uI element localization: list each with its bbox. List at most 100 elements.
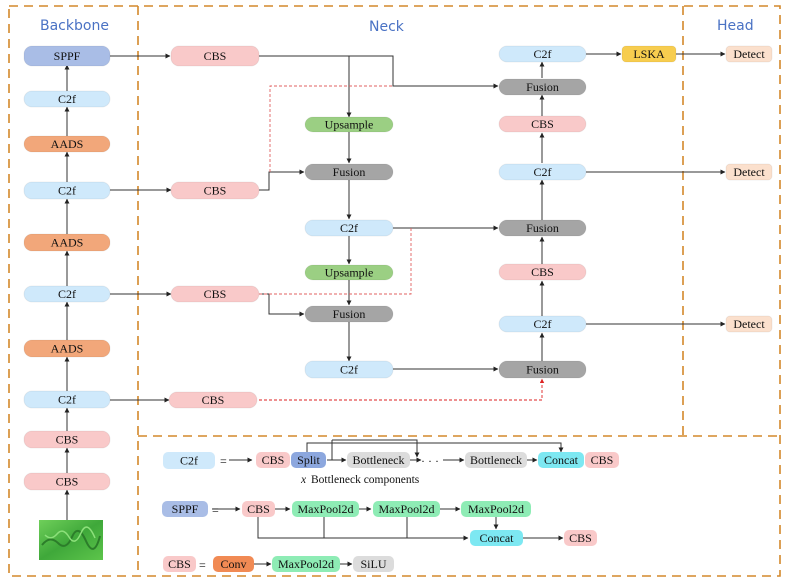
node-label: Detect (733, 47, 765, 61)
node-box (170, 285, 260, 303)
pill-box (213, 556, 254, 572)
node-c2f: C2f (23, 390, 111, 409)
node-box (23, 285, 111, 303)
node-box (23, 233, 111, 252)
pill-label: CBS (569, 531, 592, 545)
legend-sppf-maxpool2d: MaxPool2d (292, 501, 359, 517)
legend-sppf-lhs: SPPF (162, 501, 208, 517)
node-label: Fusion (333, 165, 366, 179)
legend-c2f-lhs: C2f (163, 452, 215, 469)
legend-c2f-split: Split (291, 452, 326, 468)
node-c2f: C2f (23, 181, 111, 200)
node-label: Upsample (325, 266, 374, 280)
node-label: AADS (51, 342, 84, 356)
node-box (498, 115, 587, 133)
node-box (304, 116, 394, 133)
pill-box (538, 452, 584, 468)
node-label: AADS (51, 236, 84, 250)
pill-label: MaxPool2d (468, 502, 524, 516)
legend-sppf-maxpool2d: MaxPool2d (461, 501, 531, 517)
node-box (498, 360, 587, 379)
node-label: Fusion (526, 80, 559, 94)
node-box (23, 181, 111, 200)
node-detect: Detect (725, 45, 773, 63)
pill-label: CBS (168, 557, 191, 571)
node-label: C2f (340, 363, 358, 377)
pill-label: Conv (220, 557, 246, 571)
node-box (23, 472, 111, 491)
legend-sppf-concat: Concat (470, 530, 523, 546)
skip-connections (259, 85, 545, 401)
node-cbs: CBS (23, 472, 111, 491)
legend-cbs-conv: Conv (213, 556, 254, 572)
legend-c2f-cbs: CBS (256, 452, 290, 468)
node-c2f: C2f (23, 285, 111, 303)
node-sppf: SPPF (23, 45, 111, 67)
pill-label: Bottleneck (470, 453, 522, 467)
node-box (725, 45, 773, 63)
node-c2f: C2f (304, 360, 394, 379)
node-label: Fusion (333, 307, 366, 321)
node-label: Fusion (526, 363, 559, 377)
legend-cbs-maxpool2d: MaxPool2d (272, 556, 340, 572)
node-cbs: CBS (498, 263, 587, 281)
pill-box (465, 452, 527, 468)
node-c2f: C2f (498, 45, 587, 63)
node-fusion: Fusion (304, 305, 394, 323)
node-c2f: C2f (23, 90, 111, 108)
node-box (168, 391, 258, 409)
pill-box (163, 452, 215, 469)
node-box (170, 181, 260, 200)
pill-label: Bottleneck (353, 453, 405, 467)
pill-box (585, 452, 619, 468)
node-box (725, 315, 773, 333)
node-box (170, 45, 260, 67)
pill-label: MaxPool2d (278, 557, 334, 571)
node-label: C2f (534, 317, 552, 331)
node-box (498, 219, 587, 237)
legend-c2f-bottleneck: Bottleneck (465, 452, 527, 468)
section-frames (8, 5, 781, 577)
pill-label: C2f (180, 454, 198, 468)
pill-label: SiLU (360, 557, 386, 571)
pill-box (373, 501, 440, 517)
node-box (23, 135, 111, 153)
node-detect: Detect (725, 163, 773, 181)
node-label: CBS (531, 265, 554, 279)
node-label: Detect (733, 165, 765, 179)
bottleneck-note: Bottleneck components (311, 474, 420, 486)
pill-box (353, 556, 394, 572)
node-box (304, 163, 394, 181)
node-box (498, 263, 587, 281)
pill-label: MaxPool2d (297, 502, 353, 516)
node-label: Detect (733, 317, 765, 331)
node-box (23, 339, 111, 358)
node-box (304, 305, 394, 323)
node-label: SPPF (54, 49, 81, 63)
legend-sppf-cbs: CBS (242, 501, 275, 517)
node-cbs: CBS (170, 181, 260, 200)
node-aads: AADS (23, 135, 111, 153)
pill-box (291, 452, 326, 468)
node-cbs: CBS (170, 285, 260, 303)
node-label: Upsample (325, 118, 374, 132)
node-box (621, 45, 677, 63)
head-title: Head (717, 18, 754, 34)
pill-label: CBS (591, 453, 614, 467)
pill-box (461, 501, 531, 517)
node-box (498, 163, 587, 181)
outer-frame (8, 5, 781, 577)
node-lska: LSKA (621, 45, 677, 63)
node-label: C2f (58, 393, 76, 407)
node-box (23, 390, 111, 409)
node-box (304, 219, 394, 237)
pill-box (564, 530, 597, 546)
pill-label: Concat (544, 453, 579, 467)
node-box (498, 78, 587, 96)
node-label: CBS (56, 433, 79, 447)
node-cbs: CBS (168, 391, 258, 409)
node-label: LSKA (633, 47, 665, 61)
node-c2f: C2f (304, 219, 394, 237)
